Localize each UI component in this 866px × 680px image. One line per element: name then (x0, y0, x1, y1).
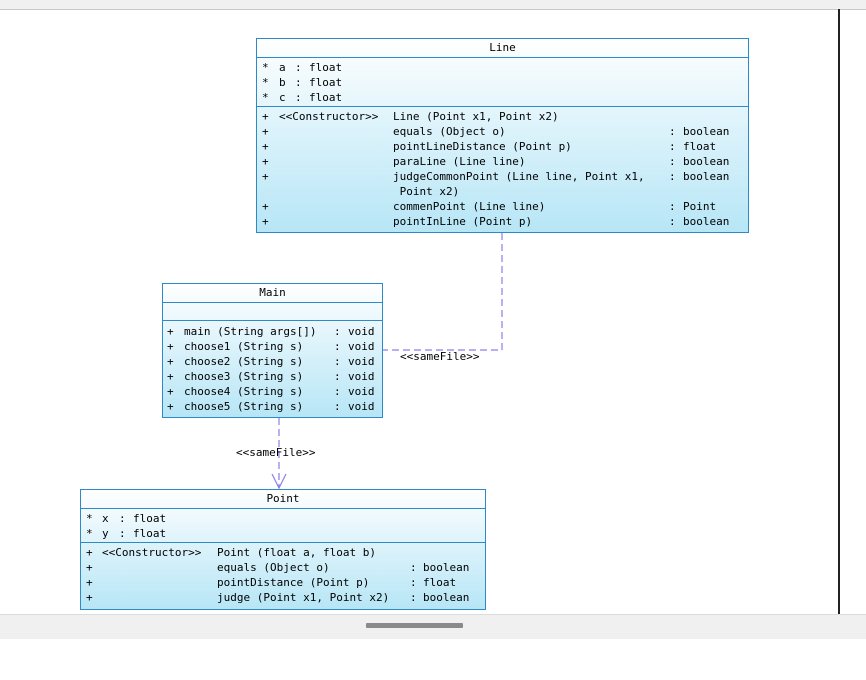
operation-row: + choose5 (String s) : void (167, 400, 375, 413)
operation-row: + choose4 (String s) : void (167, 385, 375, 398)
attribute-row: * a : float (262, 61, 343, 74)
horizontal-scrollbar[interactable] (0, 614, 866, 639)
class-point[interactable]: Point * x : float * y : float + <<Constr… (80, 489, 486, 610)
class-point-attributes: * x : float * y : float (81, 509, 485, 543)
operation-row: + choose2 (String s) : void (167, 355, 375, 368)
operation-row: + pointDistance (Point p) : float (86, 576, 457, 589)
class-line-title: Line (257, 39, 748, 58)
operation-row: + equals (Object o) : boolean (262, 125, 730, 138)
operation-row: + pointLineDistance (Point p) : float (262, 140, 717, 153)
operation-row: + equals (Object o) : boolean (86, 561, 470, 574)
dependency-label-line: <<sameFile>> (400, 350, 480, 363)
operation-row: + judgeCommonPoint (Line line, Point x1,… (262, 170, 730, 198)
operation-row: + <<Constructor>> Point (float a, float … (86, 546, 376, 559)
operation-row: + commenPoint (Line line) : Point (262, 200, 717, 213)
window-top-bar (0, 0, 866, 10)
operation-row: + main (String args[]) : void (167, 325, 375, 338)
class-main[interactable]: Main + main (String args[]) : void + cho… (162, 283, 383, 418)
operation-row: + pointInLine (Point p) : boolean (262, 215, 730, 228)
operation-row: + choose1 (String s) : void (167, 340, 375, 353)
page-boundary-line (838, 9, 840, 614)
class-line-attributes: * a : float * b : float * c : float (257, 58, 748, 107)
class-line-operations: + <<Constructor>> Line (Point x1, Point … (257, 107, 748, 230)
class-main-attributes (163, 303, 382, 321)
class-point-operations: + <<Constructor>> Point (float a, float … (81, 543, 485, 606)
operation-row: + <<Constructor>> Line (Point x1, Point … (262, 110, 559, 123)
operation-row: + paraLine (Line line) : boolean (262, 155, 730, 168)
dependency-connectors (271, 233, 503, 490)
attribute-row: * b : float (262, 76, 343, 89)
operation-row: + judge (Point x1, Point x2) : boolean (86, 591, 470, 604)
dependency-main-line-connector[interactable] (383, 233, 503, 351)
attribute-row: * c : float (262, 91, 343, 104)
attribute-row: * x : float (86, 512, 167, 525)
class-main-title: Main (163, 284, 382, 303)
operation-row: + choose3 (String s) : void (167, 370, 375, 383)
scrollbar-thumb[interactable] (366, 623, 463, 628)
attribute-row: * y : float (86, 527, 167, 540)
dependency-arrowhead (271, 473, 287, 490)
class-main-operations: + main (String args[]) : void + choose1 … (163, 321, 382, 415)
class-point-title: Point (81, 490, 485, 509)
dependency-label-point: <<sameFile>> (236, 446, 316, 459)
class-line[interactable]: Line * a : float * b : float * c : float… (256, 38, 749, 233)
